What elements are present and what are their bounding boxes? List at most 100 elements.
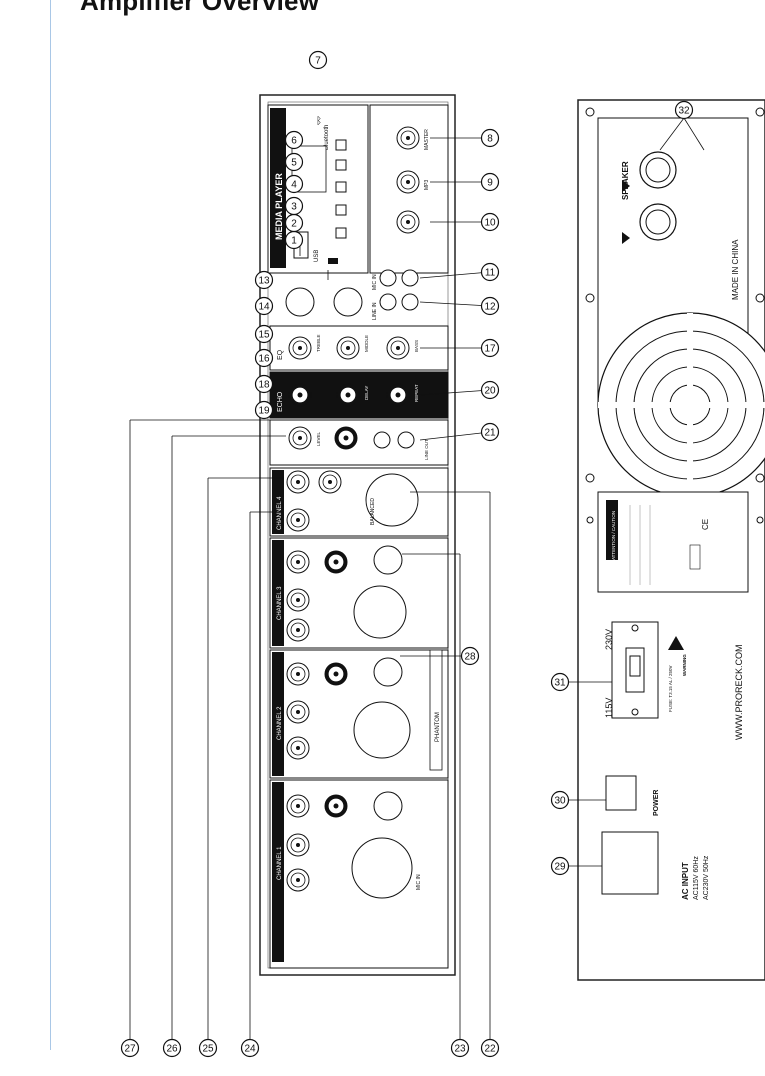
callout-12: 12 [484, 302, 496, 313]
channel-3: CHANNEL 3 [269, 537, 449, 649]
ch3-hi-z-jack[interactable] [373, 545, 403, 575]
echo-repeat-knob[interactable] [386, 383, 410, 407]
line-out-jack-right[interactable] [397, 431, 415, 449]
warning-icon-1 [622, 180, 630, 192]
screw-hole [755, 293, 765, 303]
button-2[interactable] [335, 227, 347, 239]
power-switch[interactable] [605, 775, 637, 811]
callout-22: 22 [484, 1044, 496, 1055]
ch3-level-knob[interactable] [286, 550, 310, 574]
rca-jack-right[interactable] [401, 293, 419, 311]
ch2-hi-z-jack[interactable] [373, 657, 403, 687]
ch1-hi-z-jack[interactable] [373, 791, 403, 821]
master-knob[interactable] [396, 126, 420, 150]
eq-middle-label: MIDDLE [364, 335, 369, 352]
mic-in-label: MIC IN [372, 274, 378, 290]
made-in-china-label: MADE IN CHINA [731, 239, 740, 300]
line-out-section: LEVEL LINE OUT [269, 419, 449, 466]
ch1-level-knob[interactable] [286, 794, 310, 818]
screw-hole [585, 107, 595, 117]
rca-jack-left[interactable] [401, 269, 419, 287]
ch4-bass-knob[interactable] [286, 508, 310, 532]
warning-label: WARNING [682, 654, 687, 676]
echo-label: ECHO [277, 391, 284, 412]
callout-17: 17 [484, 344, 496, 355]
channel-2-label: CHANNEL 2 [277, 706, 283, 740]
echo-delay-knob[interactable] [336, 383, 360, 407]
ch2-eff-knob[interactable] [324, 662, 348, 686]
callout-24: 24 [244, 1044, 256, 1055]
media-player-label: MEDIA PLAYER [274, 173, 284, 240]
eq-bass-knob[interactable] [386, 336, 410, 360]
callouts: 1 2 3 4 5 6 7 8 9 10 11 12 13 14 15 16 1… [120, 50, 694, 1058]
ch3-treble-knob[interactable] [286, 588, 310, 612]
speaker-jack-2[interactable] [639, 203, 677, 241]
callout-16: 16 [258, 354, 270, 365]
callout-10: 10 [484, 218, 496, 229]
rca-jack-left-2[interactable] [379, 269, 397, 287]
ch4-balanced-mic-in[interactable] [365, 473, 419, 527]
rca-jack-right-2[interactable] [379, 293, 397, 311]
ch2-bass-knob[interactable] [286, 736, 310, 760]
margin-rule [50, 0, 51, 1050]
ch1-mic-in-label: MIC IN [416, 874, 422, 890]
ch3-bass-knob[interactable] [286, 618, 310, 642]
bluetooth-label: Bluetooth [324, 125, 330, 150]
channel-1-label: CHANNEL 1 [277, 846, 283, 880]
mic-in-jack[interactable] [285, 287, 315, 317]
callout-8: 8 [487, 134, 493, 145]
button-4[interactable] [335, 181, 347, 193]
callout-19: 19 [258, 406, 270, 417]
ch1-bass-knob[interactable] [286, 868, 310, 892]
line-out-level-knob[interactable] [288, 426, 312, 450]
callout-18: 18 [258, 380, 270, 391]
bluetooth-icon: ᛒ [316, 116, 322, 127]
screw-hole [586, 516, 594, 524]
ch3-eff-knob[interactable] [324, 550, 348, 574]
screw-hole [585, 293, 595, 303]
fuse-label: FUSE: T3.15 AL / 250V [668, 665, 673, 712]
callout-20: 20 [484, 386, 496, 397]
eq-section: EQ TREBLE MIDDLE BASS [269, 325, 449, 371]
ac-input-socket[interactable] [601, 831, 659, 895]
ch2-treble-knob[interactable] [286, 700, 310, 724]
level-label: LEVEL [316, 431, 321, 446]
caution-label-plate [597, 491, 749, 593]
screw-hole [755, 473, 765, 483]
input-jacks-section: LINE IN MIC IN [285, 269, 419, 320]
ch1-eff-knob[interactable] [324, 794, 348, 818]
rear-panel: SPEAKER MADE IN CHINA ATTENTION / CAUTIO… [577, 99, 765, 981]
speaker-jack-1[interactable] [639, 151, 677, 189]
website-label: WWW.PRORECK.COM [734, 645, 744, 741]
button-5[interactable] [335, 159, 347, 171]
channel-4: CHANNEL 4 BALANCED [269, 467, 449, 537]
power-led [328, 258, 338, 264]
master-label: MASTER [424, 129, 430, 150]
ch1-balanced-mic-in[interactable] [351, 837, 413, 899]
eff-knob-master[interactable] [334, 426, 358, 450]
eq-treble-knob[interactable] [288, 336, 312, 360]
screw-hole [756, 516, 764, 524]
ch1-treble-knob[interactable] [286, 833, 310, 857]
ac-115-label: AC115V 60Hz [693, 856, 700, 900]
ch3-balanced-mic-in[interactable] [353, 585, 407, 639]
button-6[interactable] [335, 139, 347, 151]
mp3-knob[interactable] [396, 170, 420, 194]
line-out-jack-left[interactable] [373, 431, 391, 449]
mic-level-knob[interactable] [396, 210, 420, 234]
eq-treble-label: TREBLE [316, 334, 321, 352]
phantom-switch[interactable] [429, 649, 443, 771]
callout-5: 5 [291, 158, 297, 169]
ch4-treble-knob[interactable] [318, 470, 342, 494]
ch2-balanced-mic-in[interactable] [353, 701, 411, 759]
echo-level-knob[interactable] [288, 383, 312, 407]
ch2-level-knob[interactable] [286, 662, 310, 686]
ch4-level-knob[interactable] [286, 470, 310, 494]
callout-7: 7 [315, 56, 321, 67]
voltage-selector: 230V 115V FUSE: T3.15 AL / 250V WARNING … [604, 621, 744, 741]
button-3[interactable] [335, 204, 347, 216]
eq-middle-knob[interactable] [336, 336, 360, 360]
line-in-jack[interactable] [333, 287, 363, 317]
usb-label: USB [314, 250, 320, 262]
